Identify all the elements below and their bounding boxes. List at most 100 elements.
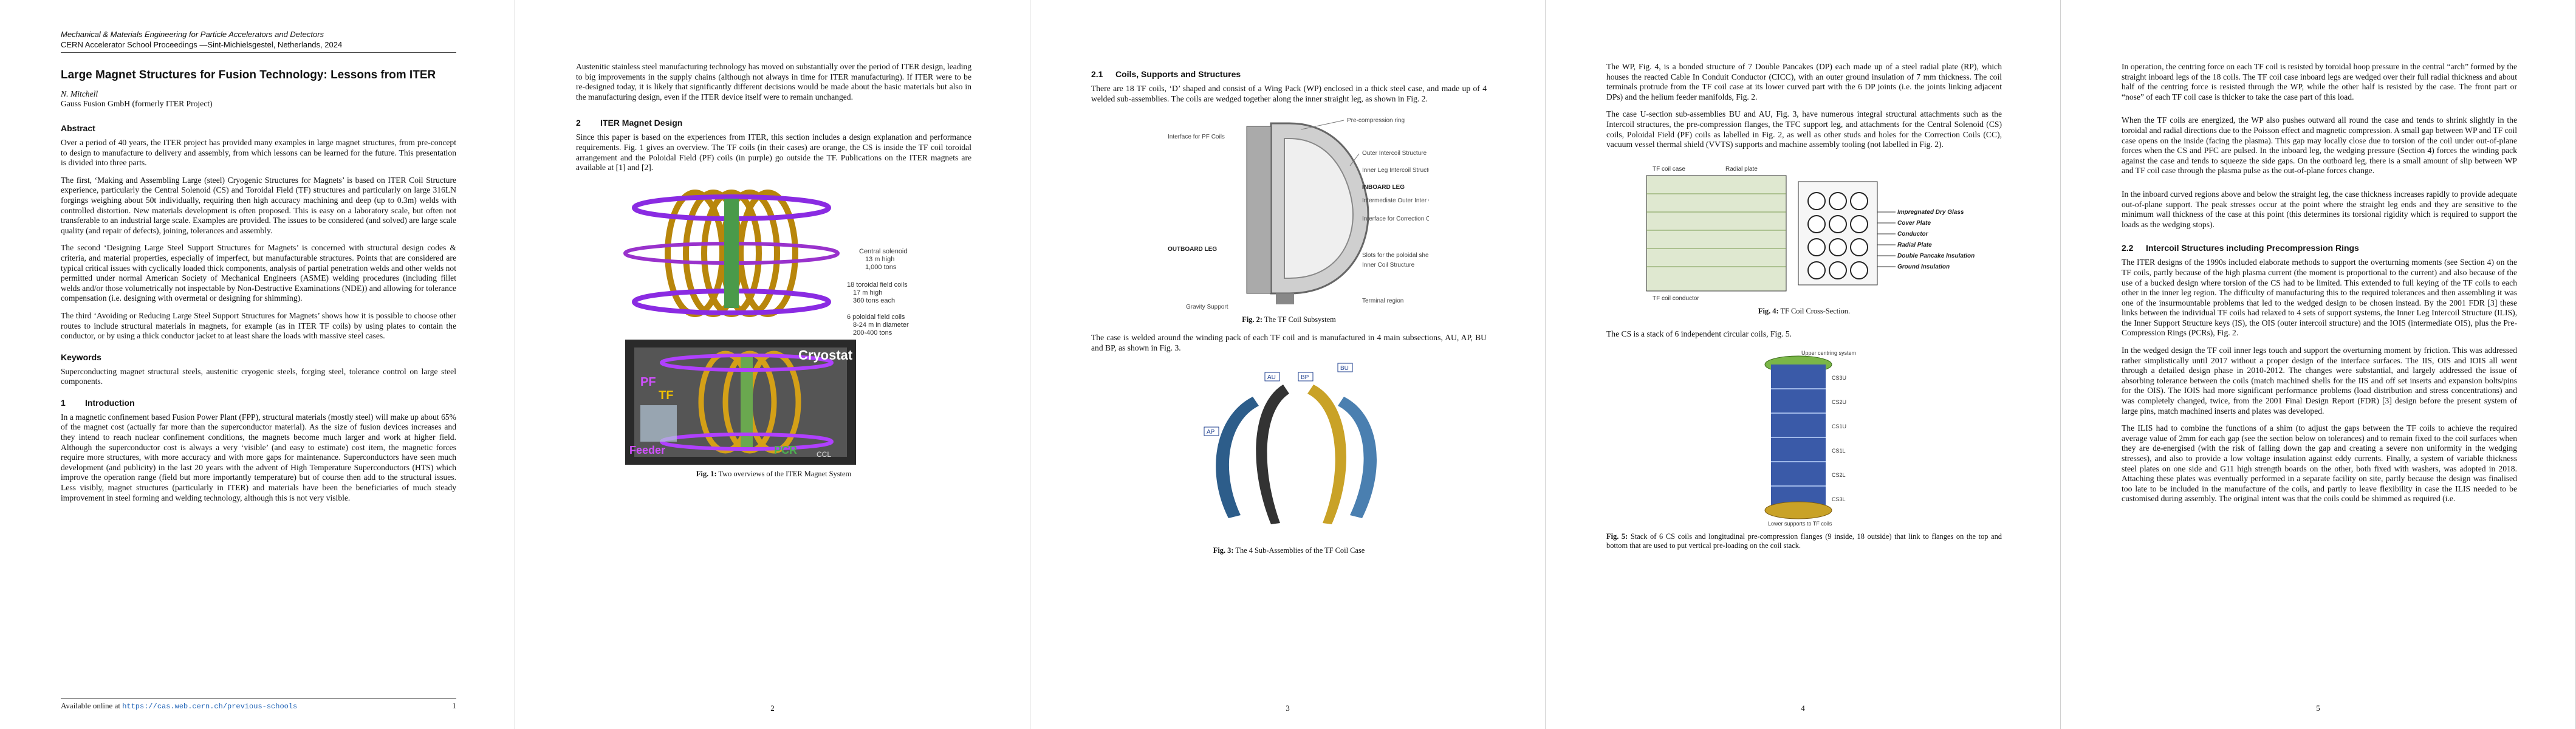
figure-label: Fig. 3:	[1213, 546, 1234, 555]
page-number: 4	[1801, 703, 1805, 713]
page-1: Mechanical & Materials Engineering for P…	[0, 0, 515, 729]
section-number: 2.2	[2122, 243, 2134, 253]
figure-caption-text: The 4 Sub-Assemblies of the TF Coil Case	[1235, 546, 1365, 555]
fig5-label: CS1U	[1832, 423, 1846, 430]
proceedings-header: CERN Accelerator School Proceedings —Sin…	[61, 40, 343, 49]
figure-4-tf-coil-cross-section: TF coil case Radial plate TF coil conduc…	[1646, 166, 1975, 302]
figure-label: Fig. 1:	[696, 469, 717, 478]
figure-2-tf-coil-subsystem: Pre-compression ring Outer Intercoil Str…	[1168, 117, 1429, 310]
fig5-label: CS1L	[1832, 448, 1846, 454]
figure-3-caption: Fig. 3: The 4 Sub-Assemblies of the TF C…	[1091, 546, 1487, 555]
page-number: 5	[2316, 703, 2320, 713]
fig4-label: TF coil case	[1653, 166, 1685, 173]
figure-1-caption: Fig. 1: Two overviews of the ITER Magnet…	[576, 470, 971, 479]
fig2-label: OUTBOARD LEG	[1168, 246, 1217, 253]
fig1-label: 200-400 tons	[853, 329, 892, 337]
figure-caption-text: The TF Coil Subsystem	[1264, 315, 1336, 324]
abstract-paragraph: The second ‘Designing Large Steel Suppor…	[61, 243, 456, 303]
fig3-label: AP	[1207, 429, 1215, 436]
abstract-paragraph: The first, ‘Making and Assembling Large …	[61, 175, 456, 235]
page-number: 2	[770, 703, 775, 713]
fig4-label: Cover Plate	[1897, 220, 1931, 227]
fig4-label: TF coil conductor	[1653, 295, 1699, 302]
body-paragraph: The case U-section sub-assemblies BU and…	[1606, 109, 2002, 149]
section-title: Introduction	[85, 397, 135, 408]
fig1-label: Central solenoid	[859, 248, 908, 255]
fig2-label: Gravity Support	[1186, 304, 1228, 310]
fig2-label: Inner Coil Structure	[1362, 262, 1415, 269]
fig4-label: Conductor	[1897, 231, 1929, 238]
body-paragraph: In the wedged design the TF coil inner l…	[2122, 346, 2517, 416]
figure-1-iter-magnet-overview: Central solenoid 13 m high 1,000 tons 18…	[622, 183, 909, 465]
fig1-label-feeder: Feeder	[629, 444, 665, 456]
body-paragraph: The CS is a stack of 6 independent circu…	[1606, 329, 1792, 338]
fig3-label: BP	[1301, 374, 1309, 381]
fig2-label: Intermediate Outer Inter Coil Structure	[1362, 197, 1429, 204]
footer-url-link[interactable]: https://cas.web.cern.ch/previous-schools	[122, 702, 298, 711]
body-paragraph: Austenitic stainless steel manufacturing…	[576, 62, 971, 101]
fig4-label: Impregnated Dry Glass	[1897, 209, 1964, 216]
fig2-label: Outer Intercoil Structure	[1362, 150, 1427, 157]
fig3-label: BU	[1340, 365, 1349, 372]
fig1-top-render: Central solenoid 13 m high 1,000 tons 18…	[622, 183, 909, 337]
figure-5-caption: Fig. 5: Stack of 6 CS coils and longitud…	[1606, 532, 2002, 550]
page-2: Austenitic stainless steel manufacturing…	[515, 0, 1030, 729]
figure-caption-text: TF Coil Cross-Section.	[1780, 306, 1851, 315]
fig2-label: Slots for the poloidal shear keys	[1362, 252, 1429, 259]
body-paragraph: The WP, Fig. 4, is a bonded structure of…	[1606, 62, 2002, 101]
figure-caption-text: Stack of 6 CS coils and longitudinal pre…	[1606, 532, 2002, 550]
fig1-label-tf: TF	[659, 389, 673, 402]
fig5-label: CS3L	[1832, 496, 1846, 502]
case-part-shape	[1307, 385, 1346, 525]
section-title: Coils, Supports and Structures	[1115, 69, 1241, 79]
paper-affiliation: Gauss Fusion GmbH (formerly ITER Project…	[61, 99, 213, 108]
fig5-label: Lower supports to TF coils	[1768, 521, 1832, 527]
abstract-paragraph: Over a period of 40 years, the ITER proj…	[61, 138, 456, 168]
paper-title: Large Magnet Structures for Fusion Techn…	[61, 69, 436, 81]
abstract-paragraph: The third ‘Avoiding or Reducing Large St…	[61, 310, 456, 341]
fig5-label: CS3U	[1832, 375, 1846, 381]
body-paragraph: When the TF coils are energized, the WP …	[2122, 115, 2517, 176]
abstract-heading: Abstract	[61, 123, 95, 133]
fig1-bottom-render: Cryostat PF TF Feeder PCR CCL	[625, 339, 856, 465]
fig3-label: AU	[1267, 374, 1276, 381]
body-paragraph: The ITER designs of the 1990s included e…	[2122, 258, 2517, 338]
fig2-label: Inner Leg Intercoil Structure	[1362, 167, 1429, 174]
page-4: The WP, Fig. 4, is a bonded structure of…	[1546, 0, 2061, 729]
page-number: 1	[452, 701, 457, 710]
fig2-label: Terminal region	[1362, 298, 1403, 304]
fig1-label: 6 poloidal field coils	[847, 313, 905, 321]
body-paragraph: The case is welded around the winding pa…	[1091, 333, 1487, 352]
header-rule	[61, 52, 456, 53]
figure-4-caption: Fig. 4: TF Coil Cross-Section.	[1606, 307, 2002, 316]
fig1-label-pf: PF	[640, 375, 656, 389]
figure-2-caption: Fig. 2: The TF Coil Subsystem	[1091, 315, 1487, 324]
footer-label: Available online at	[61, 701, 120, 710]
fig1-label: 8-24 m in diameter	[853, 321, 909, 329]
fig2-label: Interface for Correction Coils	[1362, 216, 1429, 222]
section-number: 1	[61, 397, 66, 408]
fig1-label-ccl: CCL	[817, 450, 831, 459]
fig4-label: Double Pancake Insulation	[1897, 253, 1975, 259]
fig5-label: CS2L	[1832, 472, 1846, 478]
page-5: In operation, the centring force on each…	[2061, 0, 2576, 729]
keywords-heading: Keywords	[61, 352, 101, 362]
section-title: Intercoil Structures including Precompre…	[2146, 243, 2359, 253]
body-paragraph: The ILIS had to combine the functions of…	[2122, 423, 2517, 504]
body-paragraph: In operation, the centring force on each…	[2122, 62, 2517, 101]
figure-3-tf-case-subassemblies: AP AU BP BU	[1204, 363, 1377, 525]
figure-label: Fig. 4:	[1758, 306, 1779, 315]
case-part-shape	[1215, 397, 1259, 519]
figure-label: Fig. 2:	[1242, 315, 1262, 324]
body-paragraph: In a magnetic confinement based Fusion P…	[61, 412, 456, 502]
section-number: 2	[576, 118, 581, 128]
fig1-label: 17 m high	[853, 289, 882, 296]
body-paragraph: In the inboard curved regions above and …	[2122, 189, 2517, 229]
journal-header: Mechanical & Materials Engineering for P…	[61, 30, 324, 39]
fig1-label-cryostat: Cryostat	[798, 347, 853, 363]
page-footer: Available online at https://cas.web.cern…	[61, 698, 456, 711]
fig4-label: Ground Insulation	[1897, 264, 1950, 270]
